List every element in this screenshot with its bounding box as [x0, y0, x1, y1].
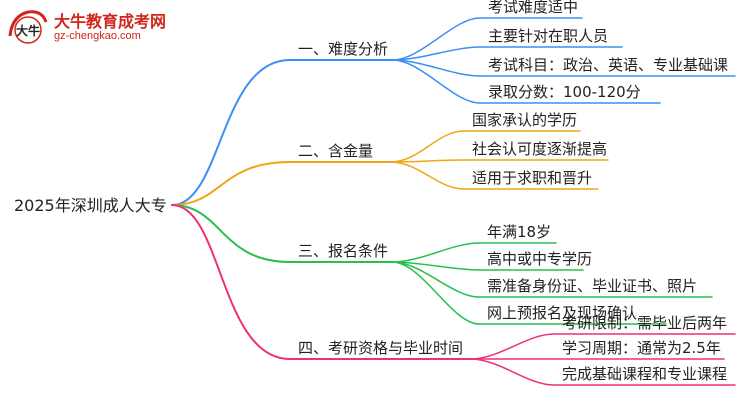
svg-text:大牛: 大牛 [16, 23, 40, 38]
leaf-connector [391, 242, 480, 263]
leaf-connector [391, 59, 481, 104]
leaf-connector [391, 59, 481, 77]
leaf-node: 年满18岁 [487, 223, 552, 241]
branch-node: 三、报名条件 [298, 242, 389, 260]
leaf-node: 录取分数：100-120分 [488, 83, 641, 101]
branch-connector [171, 204, 291, 263]
logo-mark-icon: 大牛 [8, 10, 48, 44]
branch-node: 四、考研资格与毕业时间 [298, 339, 464, 357]
site-logo[interactable]: 大牛 大牛教育成考网 gz-chengkao.com [6, 6, 176, 52]
logo-title: 大牛教育成考网 [54, 12, 167, 31]
leaf-node: 学习周期：通常为2.5年 [562, 339, 721, 357]
leaf-node: 需准备身份证、毕业证书、照片 [487, 277, 698, 295]
leaf-connector [389, 161, 465, 190]
branch-connector [171, 59, 291, 206]
leaf-connector [469, 333, 555, 360]
leaf-node: 完成基础课程和专业课程 [562, 365, 728, 383]
leaf-node: 社会认可度逐渐提高 [472, 140, 608, 158]
leaf-node: 考试难度适中 [488, 0, 579, 16]
leaf-connector [389, 130, 465, 163]
leaf-node: 考研限制：需毕业后两年 [562, 314, 728, 332]
leaf-node: 主要针对在职人员 [488, 27, 609, 45]
branch-node: 二、含金量 [298, 142, 374, 160]
branch-connector [171, 204, 291, 360]
leaf-connector [391, 17, 481, 61]
branch-node: 一、难度分析 [298, 40, 389, 58]
branch-connector [171, 161, 291, 206]
leaf-connector [469, 358, 555, 386]
leaf-node: 高中或中专学历 [487, 250, 593, 268]
leaf-connector [391, 261, 480, 271]
leaf-node: 适用于求职和晋升 [472, 169, 593, 187]
leaf-node: 考试科目：政治、英语、专业基础课 [488, 56, 729, 74]
leaf-connector [391, 46, 481, 61]
root-node: 2025年深圳成人大专 [14, 196, 167, 215]
leaf-connector [391, 261, 480, 325]
leaf-node: 国家承认的学历 [472, 111, 578, 129]
leaf-node: 网上预报名及现场确认 [487, 304, 638, 322]
logo-url: gz-chengkao.com [54, 30, 141, 42]
